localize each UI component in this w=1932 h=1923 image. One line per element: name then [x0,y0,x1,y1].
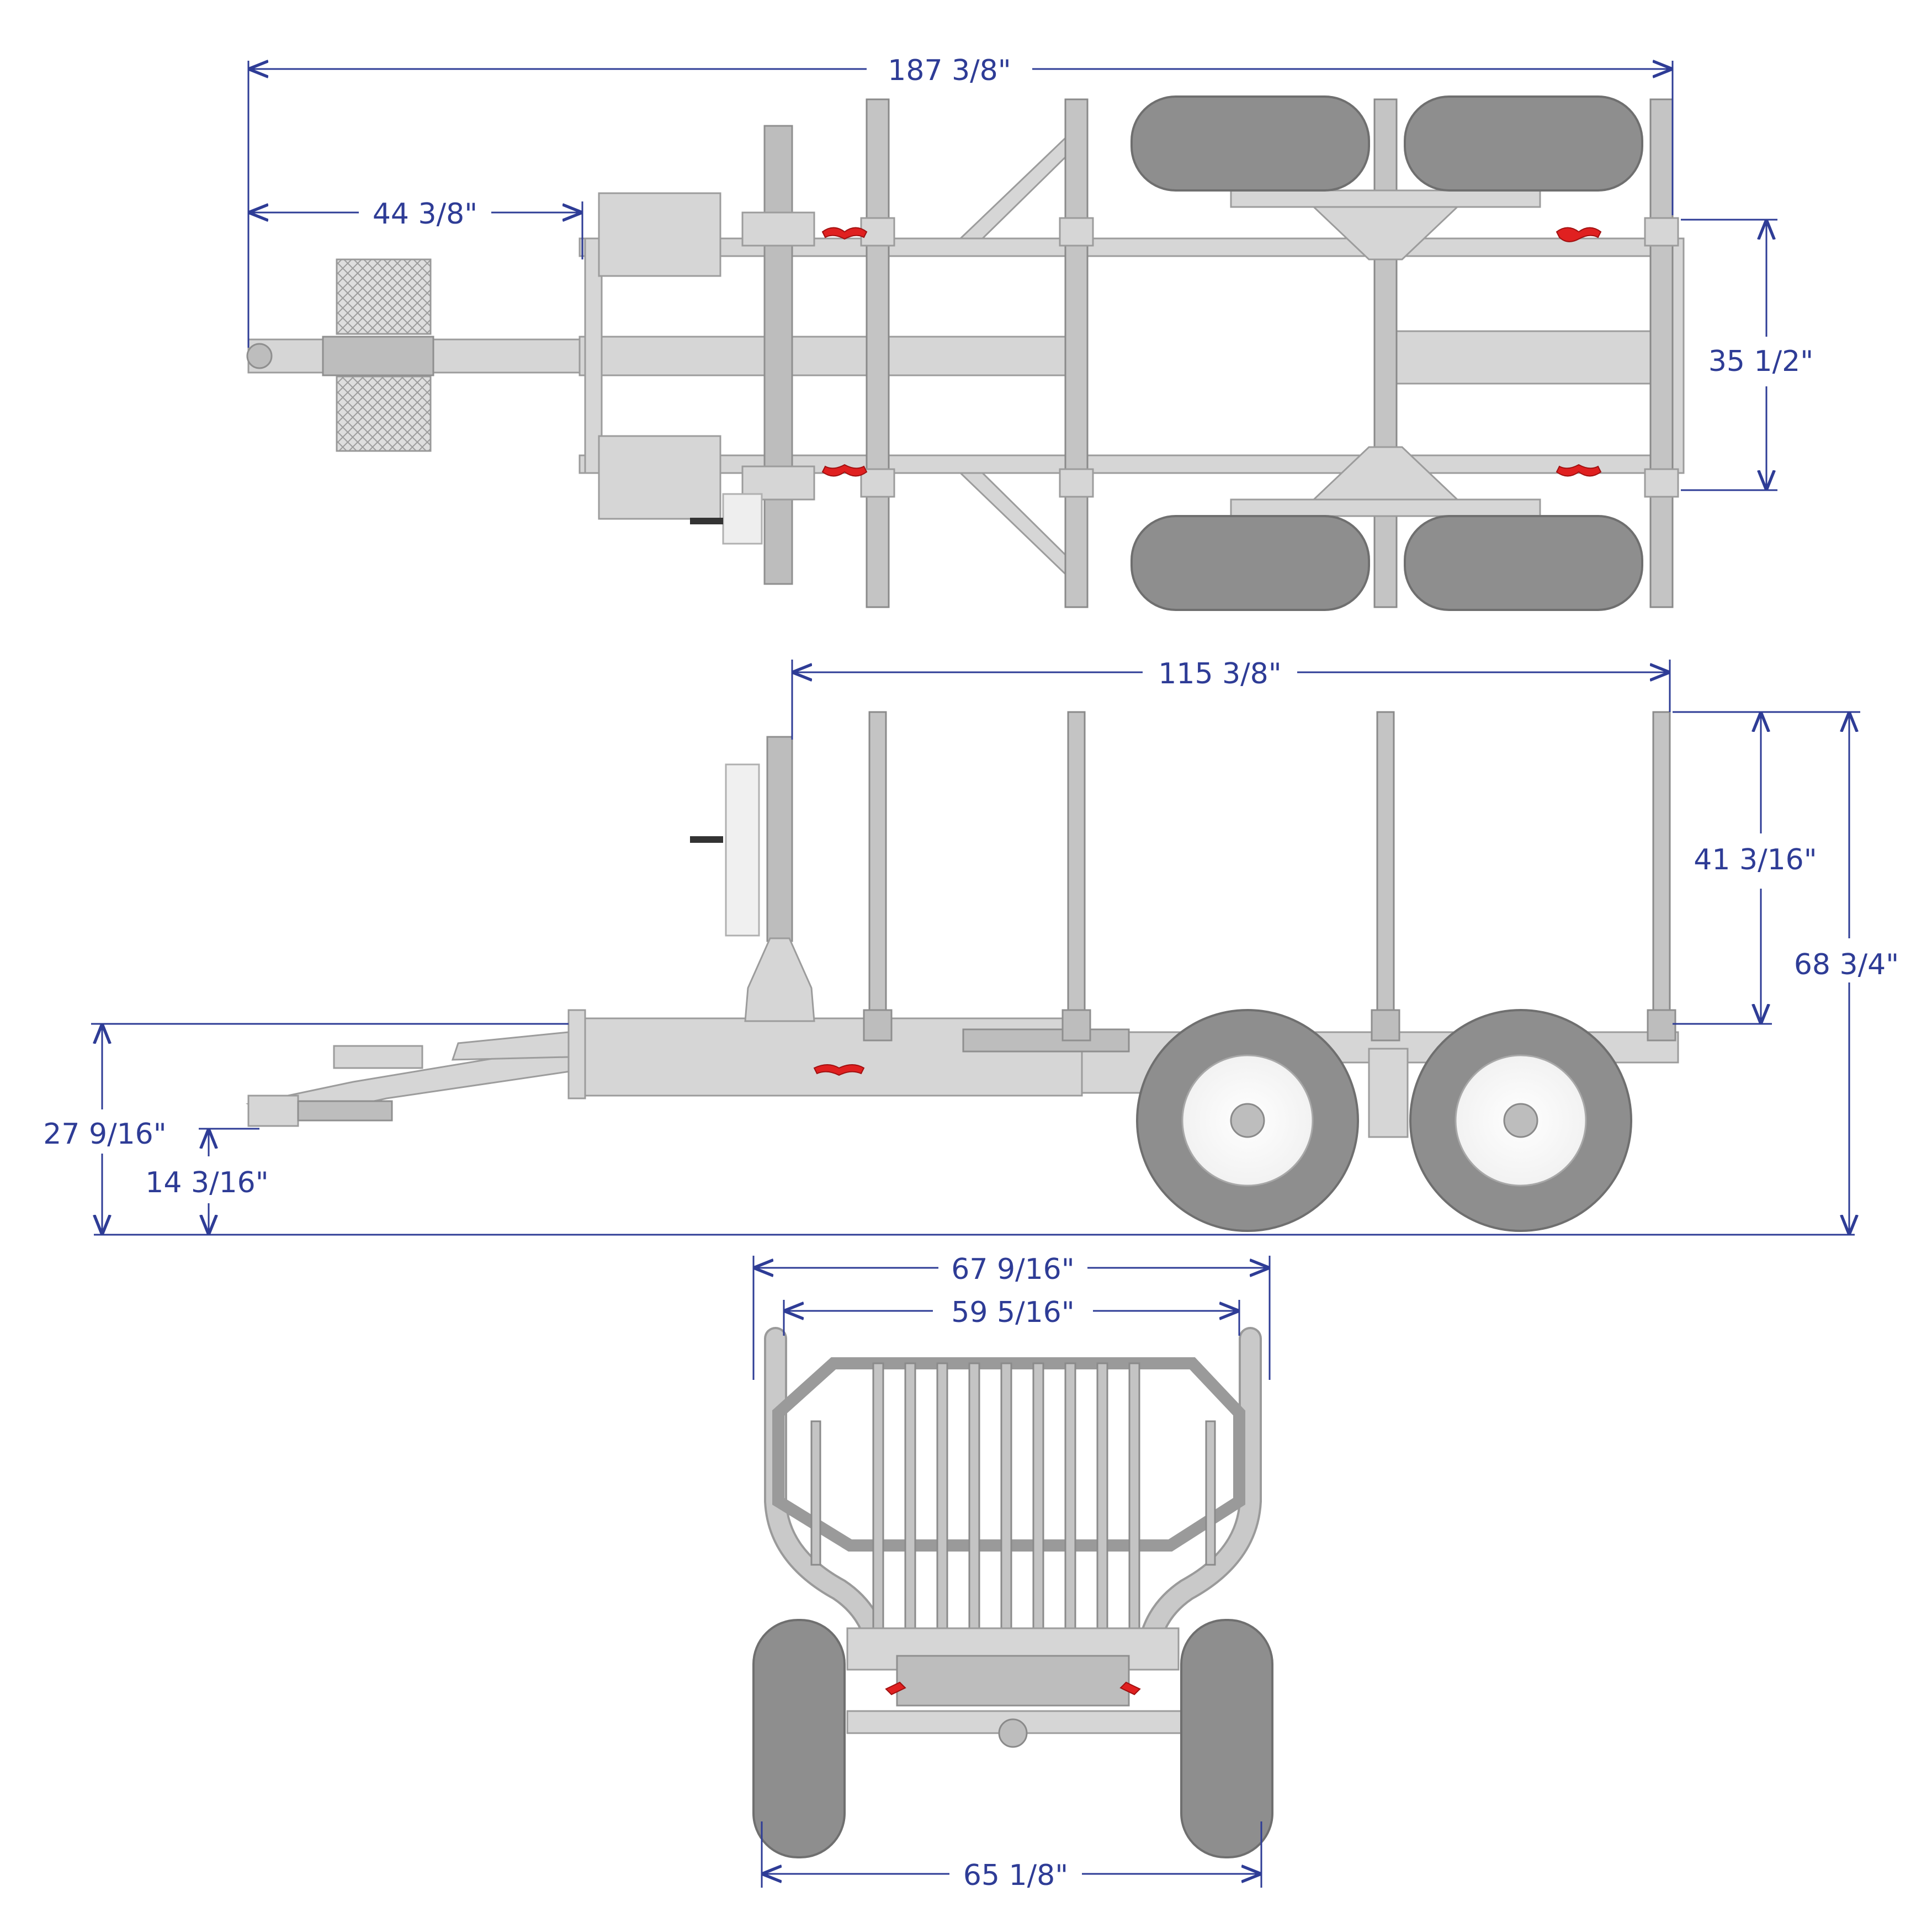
side-stake-socket-2 [1061,1009,1091,1042]
top-stake-socket-2a [1059,217,1094,247]
side-stake-3 [1376,711,1395,1022]
dim-tongue-length: 44 3/8" [373,198,477,231]
dim-bunk-length: 115 3/8" [1158,657,1281,690]
top-center-beam [578,336,1078,376]
side-front-plate [567,1009,586,1099]
top-stakes [860,98,1679,608]
top-mesh-step-lower [336,375,432,452]
side-bunk-block [962,1028,1130,1053]
rear-gate-bar [936,1362,948,1651]
rear-gate-bar [904,1362,916,1651]
rear-gate-bar [1000,1362,1012,1651]
rear-gate-bar [872,1362,884,1651]
side-tongue-upper [451,1031,570,1061]
top-rear-center-beam [1395,330,1679,385]
top-brace-upper [958,136,1075,240]
top-bunk-bracket-upper [741,211,815,247]
dim-deck-height: 27 9/16" [43,1118,166,1151]
dim-overall-length: 187 3/8" [888,54,1011,87]
top-red-fitting-1 [821,227,868,240]
top-stake-socket-4b [1644,468,1679,498]
side-view [94,711,1855,1236]
dim-track-width: 65 1/8" [963,1859,1068,1892]
side-hub-rear [1503,1103,1538,1138]
dim-frame-width: 35 1/2" [1708,345,1813,378]
top-red-fitting-3 [1556,227,1602,242]
rear-gate-bar [1128,1362,1140,1651]
top-bunk-bar [763,125,793,585]
top-axle-upper [1230,189,1541,208]
top-stake-socket-1b [860,468,895,498]
top-stake-2 [1064,98,1089,608]
rear-tire-right [1180,1619,1273,1858]
side-stake-socket-3 [1371,1009,1400,1042]
dim-hitch-height: 14 3/16" [145,1166,268,1199]
rear-stake-left-inner [766,1329,887,1660]
top-axle-lower [1230,498,1541,517]
side-stake-1 [868,711,887,1022]
rear-gate-bar [1205,1420,1216,1566]
side-stake-2 [1067,711,1086,1022]
top-walking-beam-lower [1312,446,1459,501]
top-stake-4 [1649,98,1674,608]
rear-gate-bar [810,1420,821,1566]
top-red-fitting-4 [1556,464,1602,477]
dim-overall-height: 68 3/4" [1794,948,1899,981]
side-stake-socket-4 [1647,1009,1676,1042]
rear-red-fitting-right [1119,1681,1141,1696]
side-walking-beam [1368,1048,1409,1138]
top-stake-3 [1373,98,1398,608]
dimension-annotations: 187 3/8" 44 3/8" 35 1/2" 115 3/8" 41 3/1… [43,54,1899,1892]
side-step [333,1045,423,1069]
dim-overall-width: 67 9/16" [951,1253,1074,1286]
rear-red-fitting-left [885,1681,906,1696]
top-jack-foot [722,493,763,545]
top-tires [1130,95,1643,611]
top-tire-front-left [1130,95,1370,192]
top-stake-socket-4a [1644,217,1679,247]
top-brace-lower [958,472,1075,576]
side-stake-socket-1 [863,1009,893,1042]
top-view [246,95,1685,611]
side-stake-4 [1652,711,1671,1022]
top-walking-beam-upper [1312,206,1459,261]
top-stake-1 [866,98,890,608]
rear-gate-bar [1064,1362,1076,1651]
top-tire-front-right [1130,515,1370,611]
dim-stake-height: 41 3/16" [1694,843,1817,876]
rear-gate-bar [968,1362,980,1651]
rear-stake-right-inner [1139,1329,1260,1660]
rear-tire-left [752,1619,846,1858]
side-hitch [247,1095,299,1127]
side-jack [725,763,760,937]
rear-gate-frame [772,1357,1245,1552]
top-mount-plate-lower [598,435,721,520]
top-hitch-coupler [322,336,434,376]
side-coupler [297,1100,393,1122]
top-frame-rail-lower [578,454,1685,474]
side-bunk-post [766,736,793,942]
rear-view [752,1327,1273,1858]
top-tire-rear-left [1404,95,1643,192]
top-jack-handle [690,518,723,524]
side-bunk-mount [744,937,815,1022]
side-jack-handle [690,836,723,843]
side-red-fitting [813,1064,865,1076]
rear-gate-bar [1096,1362,1108,1651]
side-stakes [863,711,1676,1042]
top-stake-socket-2b [1059,468,1094,498]
dim-stake-spread: 59 5/16" [951,1296,1074,1329]
rear-hitch-pin [998,1718,1028,1748]
rear-bumper [896,1655,1130,1707]
top-mesh-step-upper [336,258,432,335]
top-front-crossmember [584,237,603,474]
side-hub-front [1230,1103,1265,1138]
top-mount-plate-upper [598,192,721,277]
top-red-fitting-2 [821,464,868,477]
top-tire-rear-right [1404,515,1643,611]
rear-gate-bar [1032,1362,1044,1651]
top-hitch-eye [246,343,273,369]
